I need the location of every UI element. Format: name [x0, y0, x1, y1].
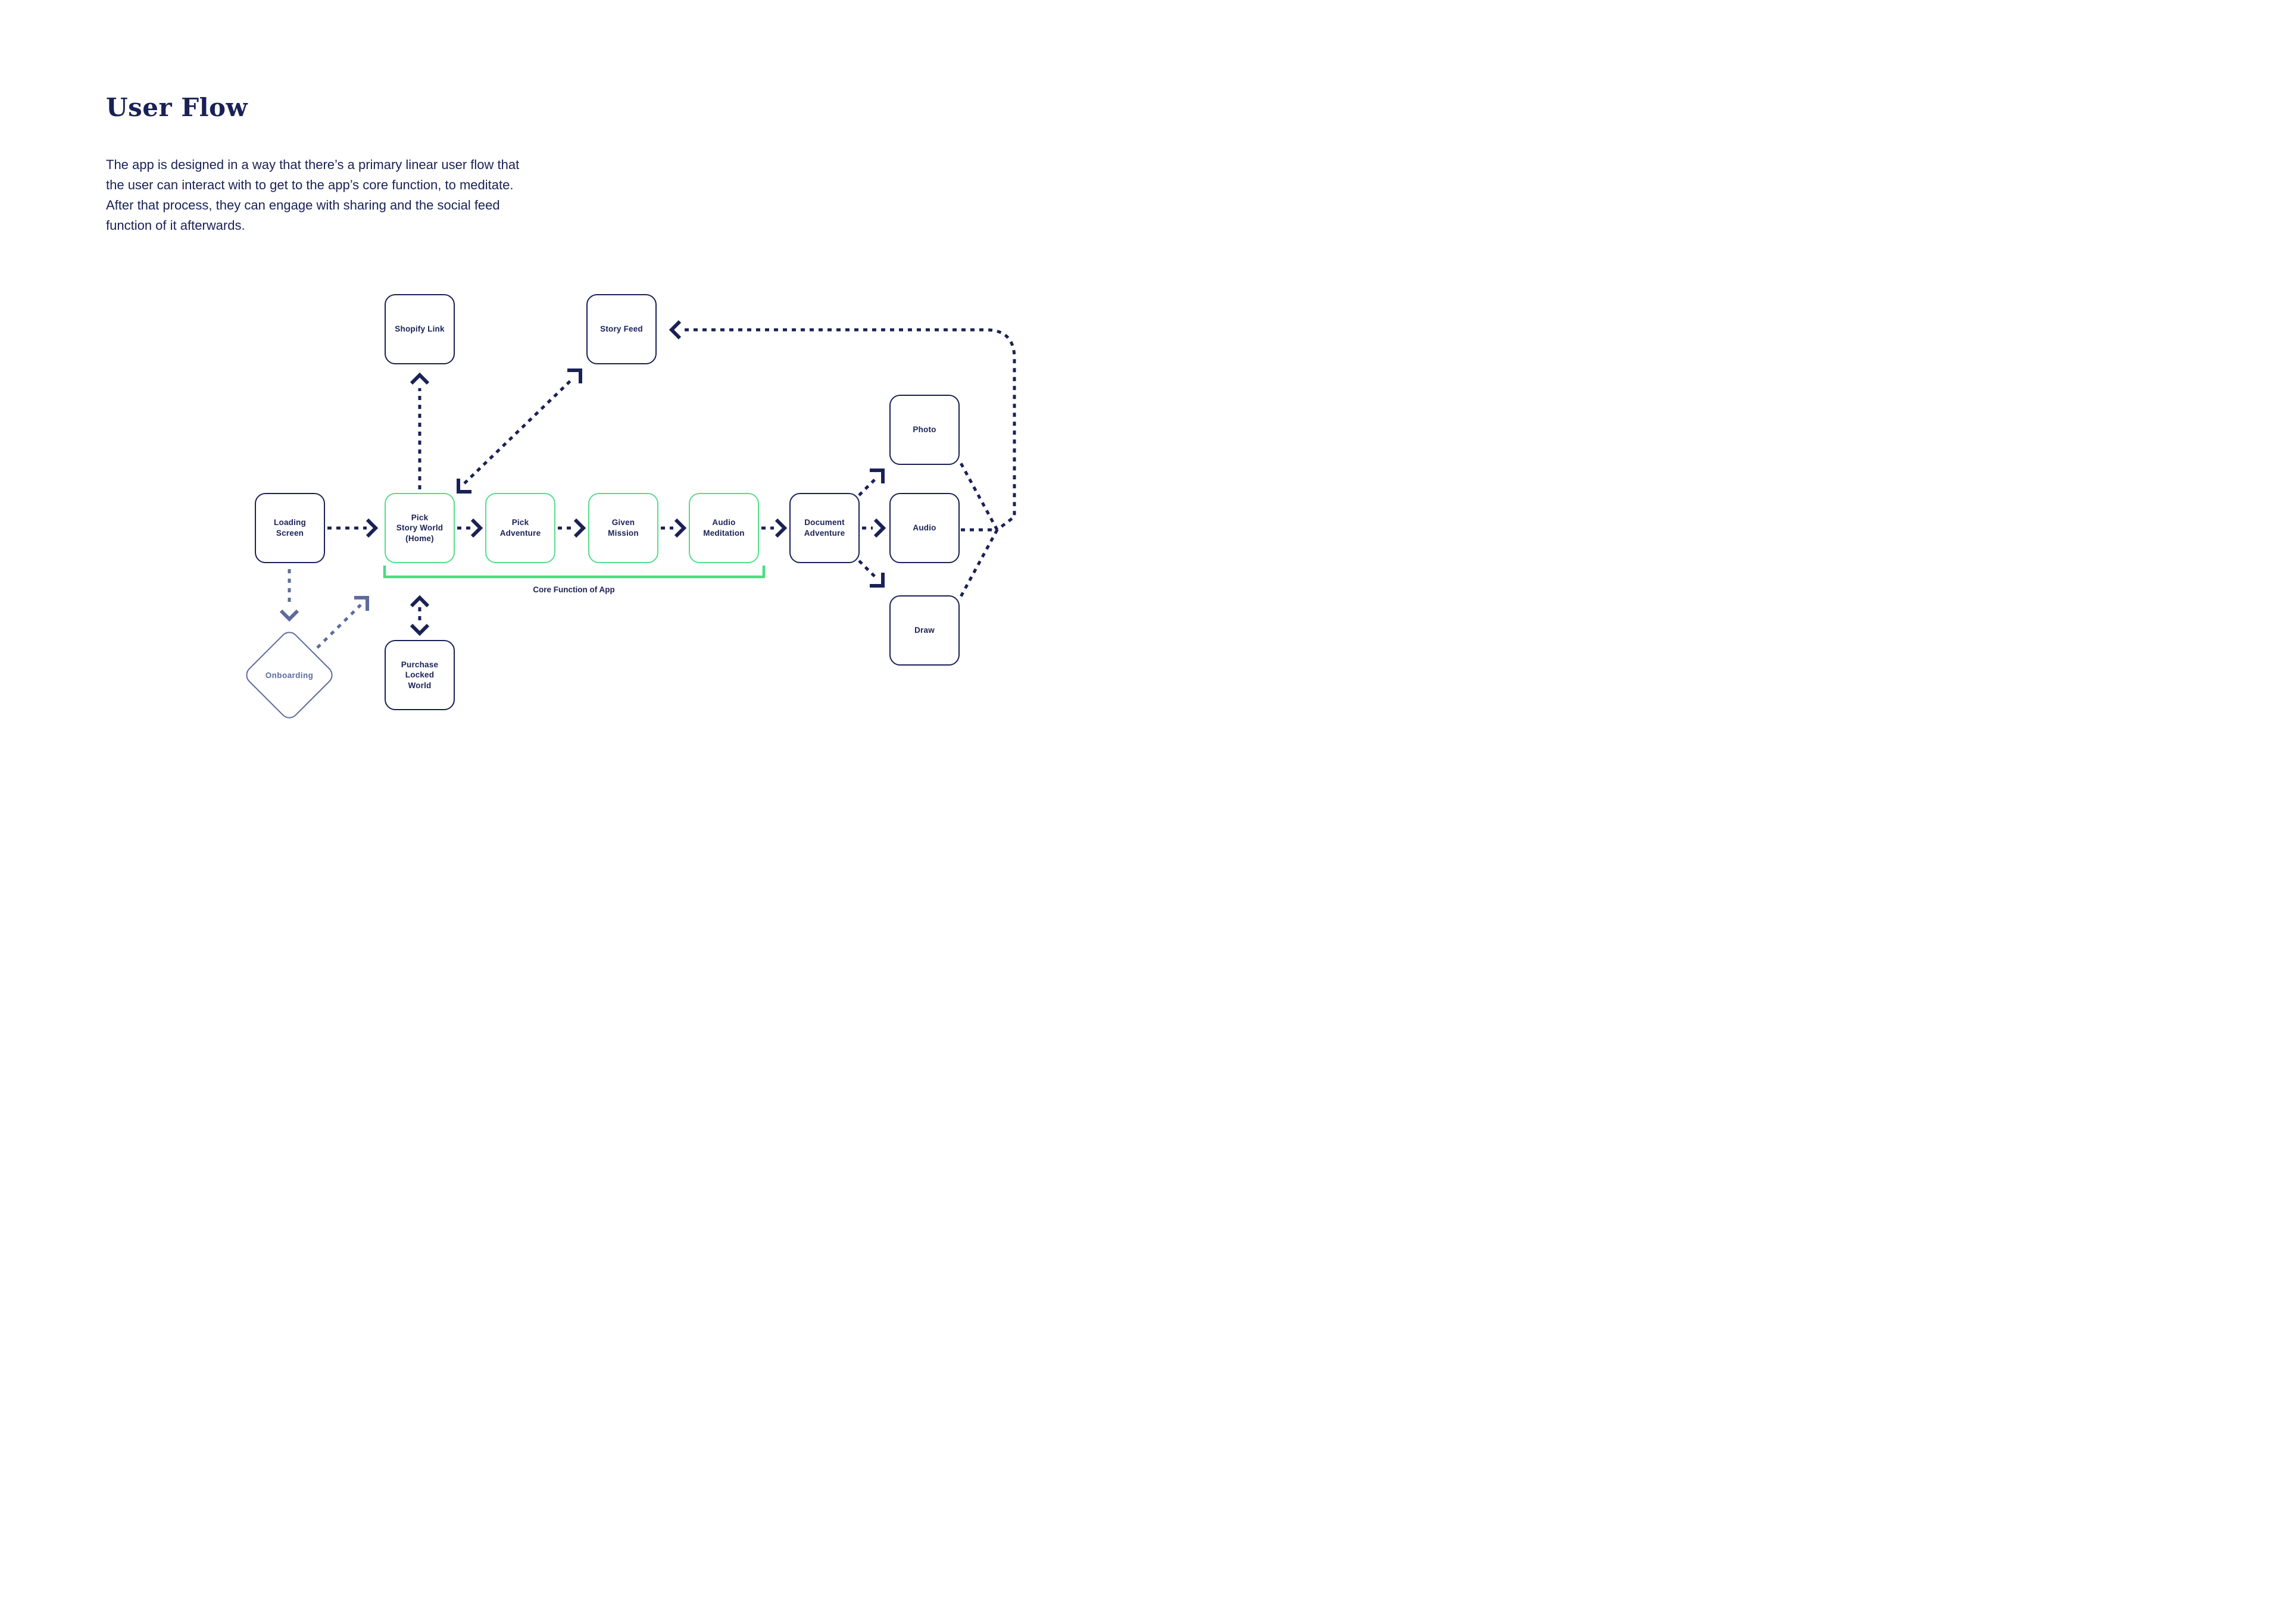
arrow-pick-story-world-story-feed — [457, 368, 582, 494]
connector-layer — [279, 320, 1016, 649]
chevron-down-icon — [279, 609, 299, 622]
node-onboarding: Onboarding — [242, 627, 337, 723]
chevron-right-icon — [470, 518, 483, 538]
node-audio-meditation: Audio Meditation — [689, 493, 759, 563]
arrow-document-adventure-to-audio — [862, 518, 886, 538]
arrow-pick-story-world-to-shopify-link — [410, 372, 430, 489]
page-title: User Flow — [106, 93, 248, 123]
elbow-up-right-icon — [870, 469, 885, 483]
node-given-mission: Given Mission — [588, 493, 658, 563]
node-story-feed: Story Feed — [586, 294, 657, 364]
chevron-right-icon — [366, 518, 379, 538]
chevron-right-icon — [873, 518, 886, 538]
arrow-loading-screen-to-onboarding — [279, 569, 299, 622]
arrow-pick-story-world-purchase-locked-world — [410, 595, 430, 636]
node-draw: Draw — [889, 595, 960, 666]
node-audio: Audio — [889, 493, 960, 563]
node-shopify-link: Shopify Link — [385, 294, 455, 364]
feedback-loop-to-story-feed — [669, 320, 1016, 598]
arrow-document-adventure-to-draw — [858, 560, 885, 588]
arrow-onboarding-to-pick-story-world — [316, 596, 369, 649]
node-pick-adventure: Pick Adventure — [485, 493, 555, 563]
core-function-bracket — [383, 566, 766, 579]
elbow-up-right-icon — [354, 596, 369, 611]
chevron-right-icon — [775, 518, 788, 538]
elbow-down-right-icon — [870, 573, 885, 588]
node-photo: Photo — [889, 395, 960, 465]
chevron-right-icon — [573, 518, 586, 538]
core-function-label: Core Function of App — [533, 585, 615, 594]
node-loading-screen: Loading Screen — [255, 493, 325, 563]
node-document-adventure: Document Adventure — [789, 493, 860, 563]
chevron-left-icon — [669, 320, 682, 340]
arrow-document-adventure-to-photo — [858, 469, 885, 496]
elbow-down-left-icon — [457, 479, 471, 494]
arrow-given-mission-to-audio-meditation — [661, 518, 687, 538]
chevron-down-icon — [410, 623, 430, 636]
arrow-pick-story-world-to-pick-adventure — [457, 518, 483, 538]
onboarding-label: Onboarding — [265, 670, 314, 680]
chevron-up-icon — [410, 595, 430, 608]
chevron-up-icon — [410, 372, 430, 385]
node-purchase-locked-world: Purchase Locked World — [385, 640, 455, 710]
chevron-right-icon — [674, 518, 687, 538]
elbow-up-right-icon — [567, 368, 582, 383]
arrow-loading-to-pick-story-world — [327, 518, 379, 538]
node-pick-story-world: Pick Story World (Home) — [385, 493, 455, 563]
page-description: The app is designed in a way that there’… — [106, 157, 520, 233]
arrow-pick-adventure-to-given-mission — [558, 518, 586, 538]
user-flow-page: User Flow The app is designed in a way t… — [0, 0, 1143, 812]
arrow-audio-meditation-to-document-adventure — [761, 518, 788, 538]
